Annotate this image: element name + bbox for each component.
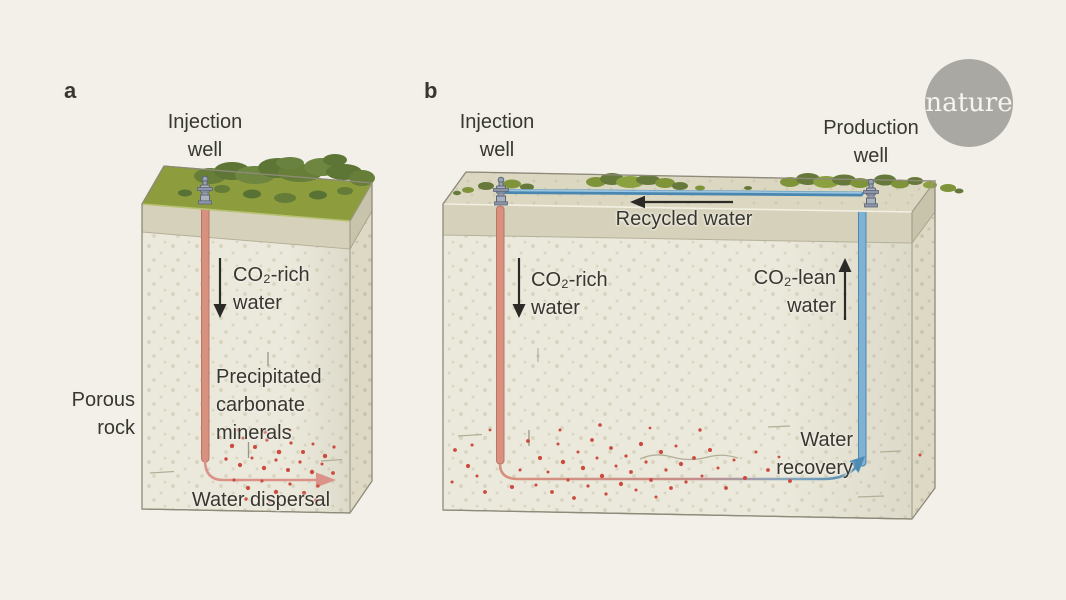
surface-pipe-b xyxy=(503,189,864,197)
carbonate-mineral-dots-a xyxy=(217,428,336,503)
precipitated-carbonate-minerals-label: Precipitated carbonate minerals xyxy=(216,366,322,444)
water-dispersal-label: Water dispersal xyxy=(191,489,331,511)
recycled-water-label: Recycled water xyxy=(615,208,753,230)
injection-well-label-b: Injection well xyxy=(459,111,535,161)
panel-a-letter: a xyxy=(64,78,77,103)
injection-well-label-a: Injection well xyxy=(167,111,243,161)
co2-lean-up-arrow xyxy=(838,258,852,320)
block-a xyxy=(141,154,375,514)
co2-lean-water-label: CO₂-lean water xyxy=(753,267,836,317)
water-dispersal-arrow xyxy=(203,459,336,488)
carbonate-mineral-dots-b xyxy=(450,423,922,500)
water-recovery-path xyxy=(498,456,865,481)
co2-rich-water-label-a: CO₂-rich water xyxy=(233,264,310,314)
production-well-label: Production well xyxy=(823,117,919,167)
nature-logo-circle xyxy=(925,59,1013,147)
injection-pipe-a xyxy=(201,199,210,463)
production-pipe-b xyxy=(858,197,867,467)
strata-marks-a xyxy=(149,352,343,474)
panel-b-letter: b xyxy=(424,78,438,103)
nature-logo-text: nature xyxy=(925,88,1013,118)
strata-marks-b xyxy=(457,348,902,498)
injection-pipe-b xyxy=(496,205,505,465)
porous-rock-label: Porous rock xyxy=(71,389,135,439)
recycled-water-arrow xyxy=(630,195,733,209)
block-b xyxy=(442,171,964,520)
trees-a xyxy=(178,154,375,203)
water-recovery-label: Water recovery xyxy=(776,429,853,479)
bushes-b xyxy=(453,173,964,196)
co2-rich-down-arrow-a xyxy=(213,258,227,318)
co2-rich-water-label-b: CO₂-rich water xyxy=(531,269,608,319)
co2-rich-down-arrow-b xyxy=(512,258,526,318)
